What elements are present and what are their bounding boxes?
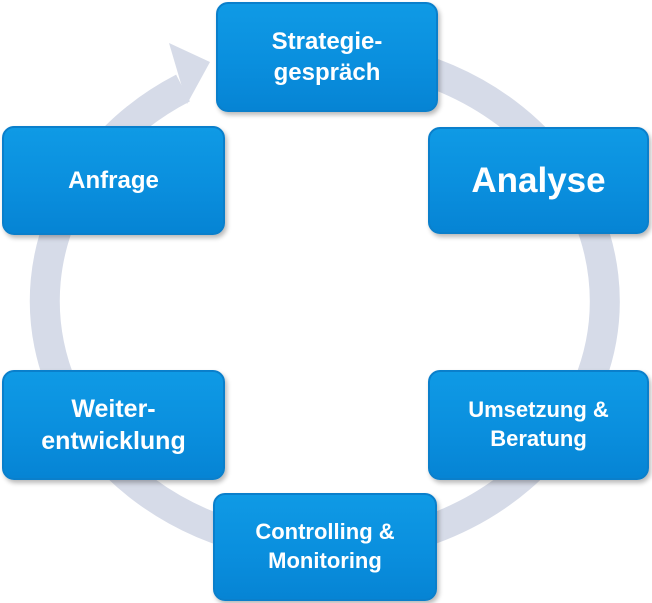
step-umsetzung-beratung: Umsetzung & Beratung [428, 370, 649, 480]
step-weiterentwicklung-line-2: entwicklung [41, 427, 186, 455]
step-strategiegespraech-line-2: gespräch [273, 59, 381, 86]
step-controlling-line-2: Monitoring [268, 548, 382, 573]
step-anfrage-label: Anfrage [68, 166, 159, 194]
step-controlling-line-1: Controlling & [255, 519, 395, 545]
step-anfrage: Anfrage [2, 126, 225, 235]
step-umsetzung-line-1: Umsetzung & [468, 397, 609, 423]
step-strategiegespraech: Strategie- gespräch [216, 2, 438, 112]
step-umsetzung-line-2: Beratung [490, 426, 587, 451]
step-controlling-monitoring: Controlling & Monitoring [213, 493, 437, 601]
step-analyse: Analyse [428, 127, 649, 234]
step-weiterentwicklung: Weiter- entwicklung [2, 370, 225, 480]
cycle-arrowhead [169, 43, 210, 104]
step-analyse-label: Analyse [471, 160, 606, 200]
step-weiterentwicklung-line-1: Weiter- [71, 394, 156, 423]
step-strategiegespraech-line-1: Strategie- [271, 27, 383, 55]
